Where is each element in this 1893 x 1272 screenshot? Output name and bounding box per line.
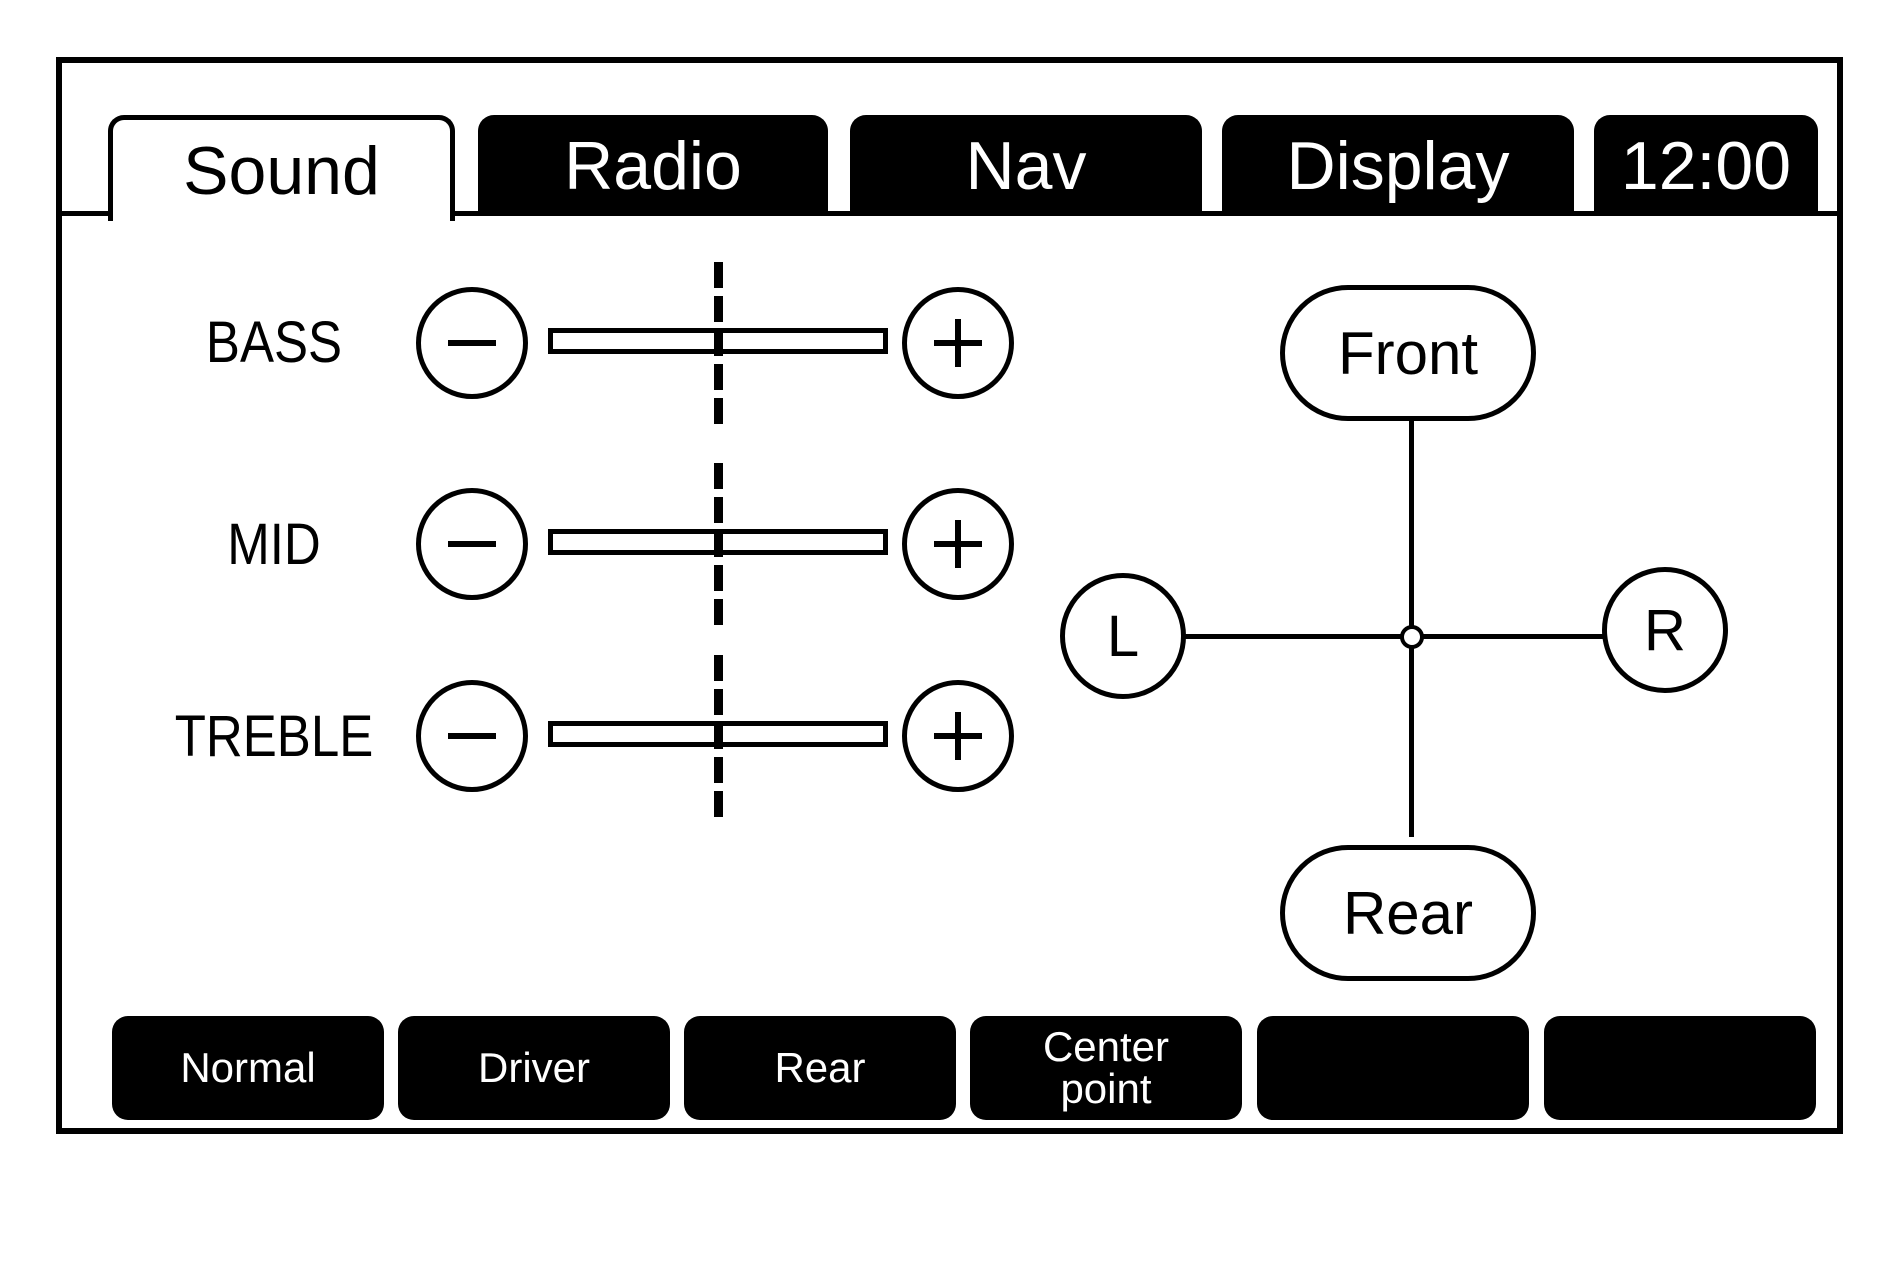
bass-level-marker[interactable] <box>714 262 723 430</box>
treble-label: TREBLE <box>174 704 374 769</box>
right-button[interactable]: R <box>1602 567 1728 693</box>
tab-radio-label: Radio <box>564 127 742 204</box>
softkey-driver-label: Driver <box>478 1044 590 1091</box>
softkey-rear[interactable]: Rear <box>684 1016 956 1120</box>
front-label: Front <box>1337 319 1479 387</box>
balance-axis <box>1184 634 1692 639</box>
softkey-normal[interactable]: Normal <box>112 1016 384 1120</box>
softkey-rear-label: Rear <box>774 1044 866 1091</box>
rear-button[interactable]: Rear <box>1280 845 1536 981</box>
left-button[interactable]: L <box>1060 573 1186 699</box>
tab-nav[interactable]: Nav <box>850 115 1202 216</box>
tab-clock[interactable]: 12:00 <box>1594 115 1818 216</box>
plus-icon <box>934 319 982 367</box>
left-label: L <box>1106 603 1140 669</box>
tab-display[interactable]: Display <box>1222 115 1574 216</box>
mid-label: MID <box>227 512 321 577</box>
softkey-driver[interactable]: Driver <box>398 1016 670 1120</box>
treble-minus-button[interactable] <box>416 680 528 792</box>
bass-label: BASS <box>205 310 343 375</box>
sound-screen: Sound Radio Nav Display 12:00 BASS MID T… <box>56 57 1843 1134</box>
softkey-center-point[interactable]: Center point <box>970 1016 1242 1120</box>
softkey-center-point-label: Center point <box>1042 1023 1170 1112</box>
tab-display-label: Display <box>1286 127 1510 204</box>
right-label: R <box>1644 597 1686 663</box>
tab-sound[interactable]: Sound <box>108 115 455 221</box>
tab-nav-label: Nav <box>965 127 1087 204</box>
tab-radio[interactable]: Radio <box>478 115 828 216</box>
softkey-normal-label: Normal <box>180 1044 316 1091</box>
treble-level-marker[interactable] <box>714 655 723 823</box>
plus-icon <box>934 520 982 568</box>
softkey-blank-6[interactable] <box>1544 1016 1816 1120</box>
rear-label: Rear <box>1342 879 1474 947</box>
minus-icon <box>448 541 496 547</box>
mid-level-marker[interactable] <box>714 463 723 631</box>
fade-balance-position[interactable] <box>1400 625 1424 649</box>
clock-label: 12:00 <box>1620 127 1792 204</box>
tab-sound-label: Sound <box>183 132 380 209</box>
minus-icon <box>448 733 496 739</box>
front-button[interactable]: Front <box>1280 285 1536 421</box>
mid-minus-button[interactable] <box>416 488 528 600</box>
bass-minus-button[interactable] <box>416 287 528 399</box>
minus-icon <box>448 340 496 346</box>
softkey-blank-5[interactable] <box>1257 1016 1529 1120</box>
bass-plus-button[interactable] <box>902 287 1014 399</box>
treble-plus-button[interactable] <box>902 680 1014 792</box>
mid-plus-button[interactable] <box>902 488 1014 600</box>
plus-icon <box>934 712 982 760</box>
